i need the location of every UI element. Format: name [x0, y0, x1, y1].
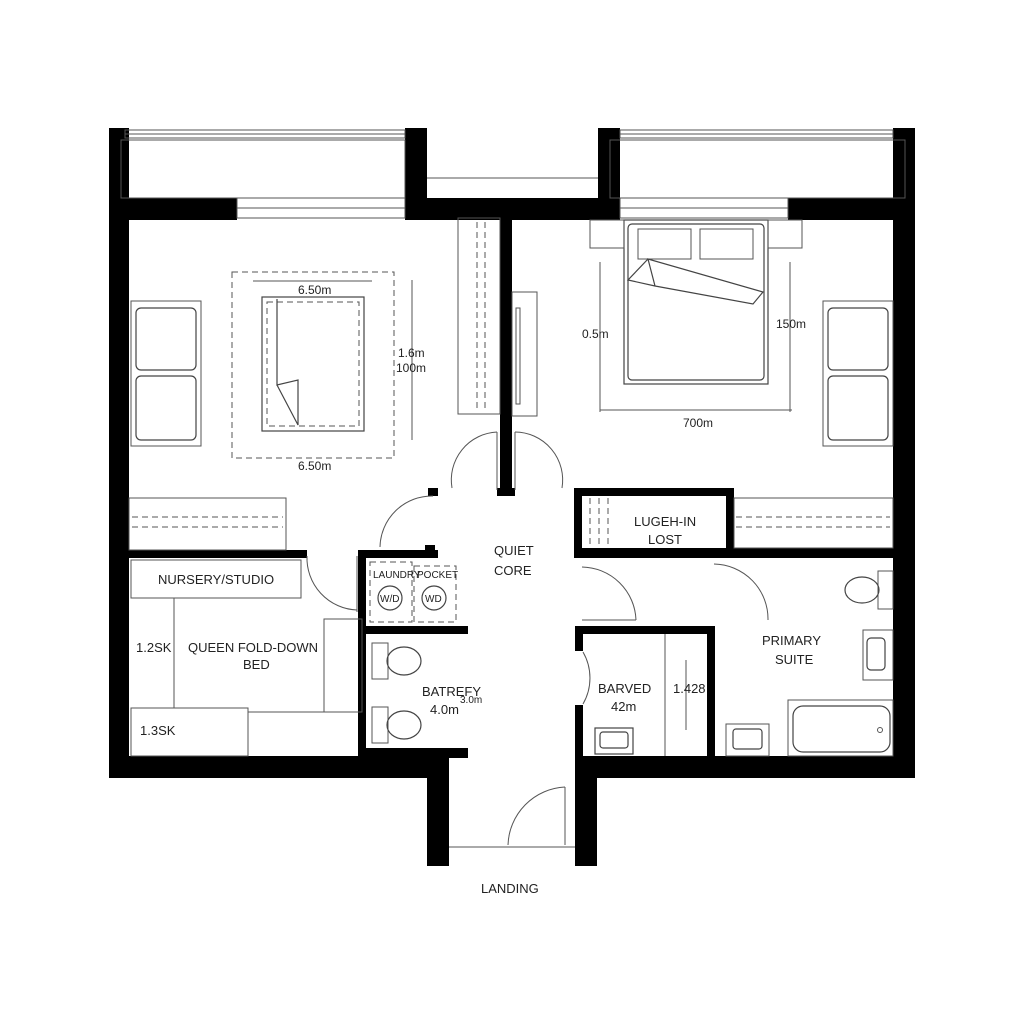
- walls: [109, 128, 915, 866]
- walkin-line1: LUGEH-IN: [634, 514, 696, 529]
- primary-line2: SUITE: [775, 652, 814, 667]
- right-bedroom: 0.5m 150m 700m: [582, 219, 894, 549]
- dim-bottom: 6.50m: [298, 459, 331, 473]
- dim-side-2: 100m: [396, 361, 426, 375]
- bath-mid-side: 1.428: [673, 681, 706, 696]
- primary-line1: PRIMARY: [762, 633, 821, 648]
- laundry-label: LAUNDRY: [373, 570, 421, 581]
- fold-down-bed-line2: BED: [243, 657, 270, 672]
- nursery: NURSERY/STUDIO QUEEN FOLD-DOWN BED 1.2SK…: [130, 559, 363, 757]
- core-labels: LUGEH-IN LOST QUIET CORE LANDING: [481, 498, 696, 896]
- windows: [120, 129, 906, 219]
- dim-bottom: 700m: [683, 416, 713, 430]
- bath-mid: BARVED 42m 1.428: [594, 634, 706, 756]
- bath-left-dim: 4.0m: [430, 702, 459, 717]
- bath-mid-dim: 42m: [611, 699, 636, 714]
- landing-label: LANDING: [481, 881, 539, 896]
- bath-left-label: BATREFY: [422, 684, 481, 699]
- bath-mid-label: BARVED: [598, 681, 651, 696]
- laundry-wd: W/D: [380, 594, 399, 605]
- fold-down-bed-line1: QUEEN FOLD-DOWN: [188, 640, 318, 655]
- core-line1: QUIET: [494, 543, 534, 558]
- left-bedroom: 6.50m 6.50m 1.6m 100m: [128, 217, 538, 551]
- storage-2: 1.3SK: [140, 723, 176, 738]
- pocket-wd: WD: [425, 594, 442, 605]
- dim-right: 150m: [776, 317, 806, 331]
- pocket-label: POCKET: [417, 570, 458, 581]
- bath-left: BATREFY 3.0m 4.0m: [371, 642, 482, 744]
- laundry-pocket: LAUNDRY POCKET W/D WD: [369, 561, 458, 623]
- doors: [306, 431, 769, 848]
- storage-1: 1.2SK: [136, 640, 172, 655]
- bath-left-overlap: 3.0m: [460, 695, 482, 706]
- dim-top: 6.50m: [298, 283, 331, 297]
- walkin-line2: LOST: [648, 532, 682, 547]
- dim-left: 0.5m: [582, 327, 609, 341]
- dim-side-1: 1.6m: [398, 346, 425, 360]
- primary-suite: PRIMARY SUITE: [725, 570, 894, 757]
- nursery-title: NURSERY/STUDIO: [158, 572, 274, 587]
- core-line2: CORE: [494, 563, 532, 578]
